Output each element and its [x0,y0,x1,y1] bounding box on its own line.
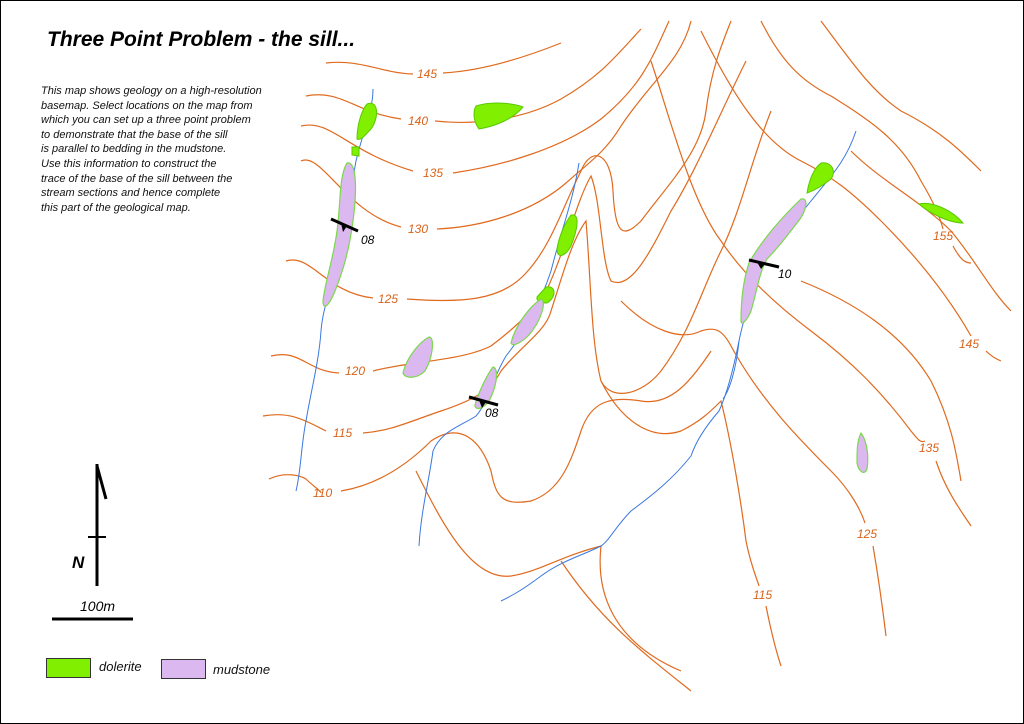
contour-label: 135 [919,441,939,455]
dolerite-outcrop [473,102,524,130]
dolerite-outcrop [806,162,834,194]
mudstone-outcrop [856,431,869,473]
dip-tick [479,400,486,408]
strike-line [468,395,499,407]
description-line: which you can set up a three point probl… [41,114,251,127]
contour-labels: 145 140 135 130 125 120 115 110 155 145 … [313,67,979,602]
description-line: basemap. Select locations on the map fro… [41,99,253,112]
contour-145-east [700,30,1002,362]
dip-tick [757,262,765,269]
contour-145-west [325,42,562,75]
contour-label: 125 [378,292,398,306]
contour-ne-upper [820,20,982,172]
middle-stream [418,162,580,547]
dolerite-outcrop [351,146,360,157]
description-line: this part of the geological map. [41,201,191,214]
contour-label: 145 [959,337,979,351]
contour-label: 130 [408,222,428,236]
dolerite-outcrop [917,202,965,224]
mudstone-outcrop [740,198,807,324]
dip-tick [341,223,347,232]
contour-120-west [270,60,747,374]
legend-label-dolerite: dolerite [99,659,142,674]
contour-label: 115 [753,588,772,602]
outcrops [322,102,965,473]
contour-label: 140 [408,114,428,128]
contour-105-east [415,470,692,692]
contour-label: 145 [417,67,437,81]
contour-se-1 [800,280,962,482]
dip-label: 08 [361,233,375,247]
legend-swatch-mudstone [161,659,206,679]
map-title: Three Point Problem - the sill... [47,28,356,51]
contour-135-west [300,20,670,174]
mudstone-outcrop [510,298,544,346]
dip-label: 08 [485,406,499,420]
contour-115-east [600,380,782,667]
map-description: This map shows geology on a high-resolut… [41,84,281,215]
contour-label: 135 [423,166,443,180]
contour-label: 125 [857,527,877,541]
contour-lines [262,20,1012,692]
description-line: Use this information to construct the [41,157,217,170]
streams [295,88,857,602]
mudstone-outcrop [402,336,434,378]
contour-label: 115 [333,426,352,440]
dip-label: 10 [778,267,792,281]
contour-125-east [620,300,887,637]
dolerite-outcrop [356,102,377,140]
description-line: stream sections and hence complete [41,187,221,200]
contour-140-west [305,28,642,123]
contour-label: 110 [313,486,332,500]
legend-label-mudstone: mudstone [213,662,271,677]
dolerite-outcrop [556,214,578,256]
contour-label: 155 [933,229,953,243]
mudstone-outcrop [474,366,498,410]
strike-dip-symbols: 08 08 10 [330,217,792,420]
contour-115-west [262,110,772,434]
mudstone-outcrop [322,162,357,307]
legend-swatch-dolerite [46,658,91,678]
strike-line [748,258,780,269]
description-line: to demonstrate that the base of the sill [41,128,228,141]
description-line: This map shows geology on a high-resolut… [41,85,262,97]
north-arrow [88,464,108,586]
contour-155-east [760,20,972,264]
description-line: is parallel to bedding in the mudstone. [41,143,227,156]
scale-label: 100m [80,598,116,614]
contour-110-west [268,350,712,503]
contour-135-east [650,60,972,527]
north-label: N [72,553,85,572]
contour-ne-upper-2 [850,150,1012,312]
contour-label: 120 [345,364,365,378]
east-tributary [722,340,740,400]
contour-125-west [285,20,732,302]
description-line: trace of the base of the sill between th… [41,172,233,185]
